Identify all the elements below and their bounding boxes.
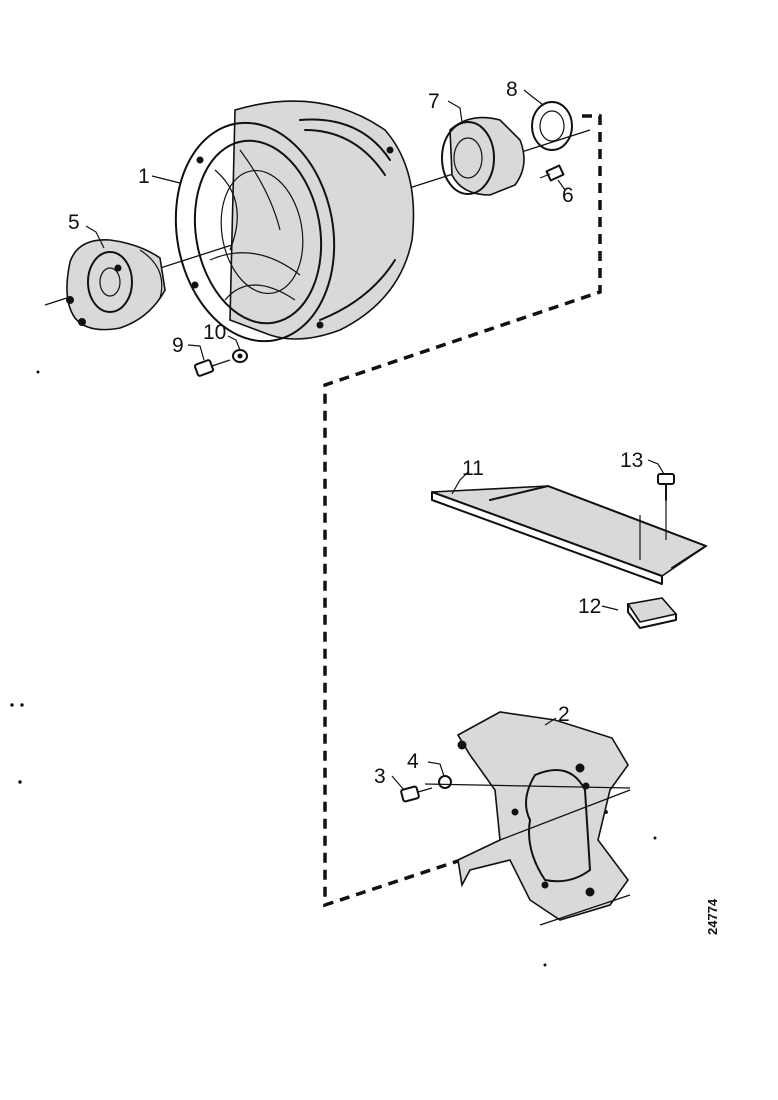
part-5-end-cover [66,239,166,331]
callout-5: 5 [68,211,80,234]
part-12-clip [626,597,678,629]
callout-6: 6 [562,184,574,207]
part-10-washer [232,349,248,363]
callout-3: 3 [374,765,386,788]
leader-5 [85,225,105,249]
part-2-bracket [424,711,631,926]
part-4-washer [438,775,452,789]
part-8-ring [531,101,573,151]
leader-1 [151,175,181,184]
callout-8: 8 [506,78,518,101]
scan-speck [543,963,547,967]
leader-3 [391,775,405,791]
callout-2: 2 [558,703,570,726]
group-outline-dashed [323,114,613,908]
scan-speck [653,836,657,840]
callout-11: 11 [462,457,484,480]
leader-6 [557,179,566,191]
leader-7 [447,100,463,123]
scan-speck [36,370,40,374]
callout-10: 10 [203,321,226,344]
leader-12 [601,605,619,611]
part-13-bolt [657,473,675,540]
scan-speck [20,703,24,707]
leader-8 [523,89,543,105]
leader-9 [187,344,205,361]
scan-speck [18,780,22,784]
callout-4: 4 [407,750,419,773]
scan-speck [10,703,14,707]
part-6-bolt [539,164,565,182]
part-3-bolt [400,785,433,803]
part-9-bolt [193,359,231,377]
part-7-sleeve [441,116,525,196]
callout-13: 13 [620,449,643,472]
leader-4 [427,761,445,777]
leader-2 [544,717,557,726]
callout-9: 9 [172,334,184,357]
part-11-guard-plate [431,485,708,585]
leader-10 [227,335,241,351]
leader-11 [451,471,469,495]
callout-12: 12 [578,595,601,618]
callout-7: 7 [428,90,440,113]
part-1-housing [174,100,415,343]
leader-13 [647,459,665,475]
callout-1: 1 [138,165,150,188]
figure-number: 24774 [705,898,720,935]
